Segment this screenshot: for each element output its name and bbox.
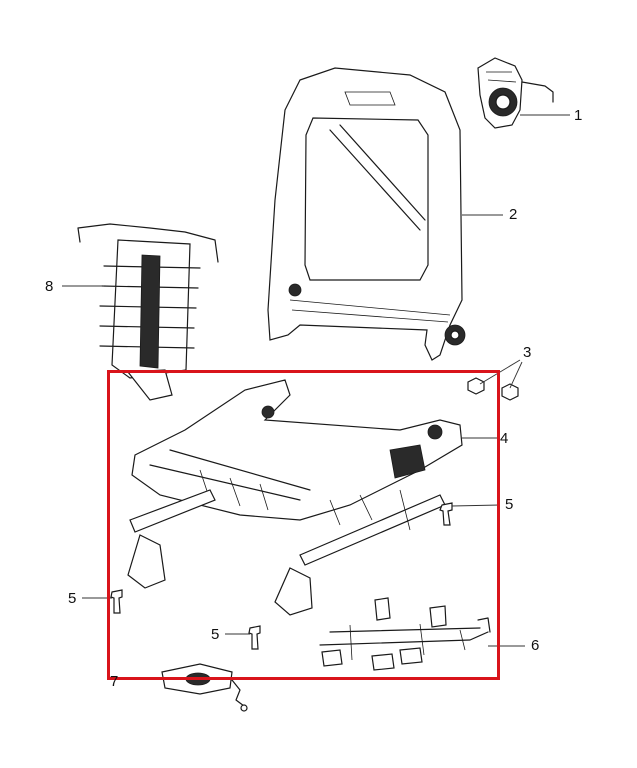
seatback-recliner-module-icon [477, 57, 554, 129]
nut-icon [467, 377, 519, 401]
bolt-icon [110, 502, 453, 650]
callout-7: 7 [110, 673, 119, 690]
seat-adjuster-frame-icon [127, 379, 463, 616]
callout-3: 3 [523, 344, 532, 361]
callout-6: 6 [531, 637, 540, 654]
leader-lines [62, 114, 570, 647]
callout-5: 5 [68, 590, 77, 607]
callout-2: 2 [509, 206, 518, 223]
lumbar-support-icon [77, 223, 219, 401]
callout-5: 5 [211, 626, 220, 643]
callout-4: 4 [500, 430, 509, 447]
seatback-frame-icon [267, 67, 466, 361]
wiring-harness-icon [319, 597, 491, 671]
callout-1: 1 [574, 107, 583, 124]
callout-8: 8 [45, 278, 54, 295]
highlight-box [107, 370, 500, 680]
callout-5: 5 [505, 496, 514, 513]
